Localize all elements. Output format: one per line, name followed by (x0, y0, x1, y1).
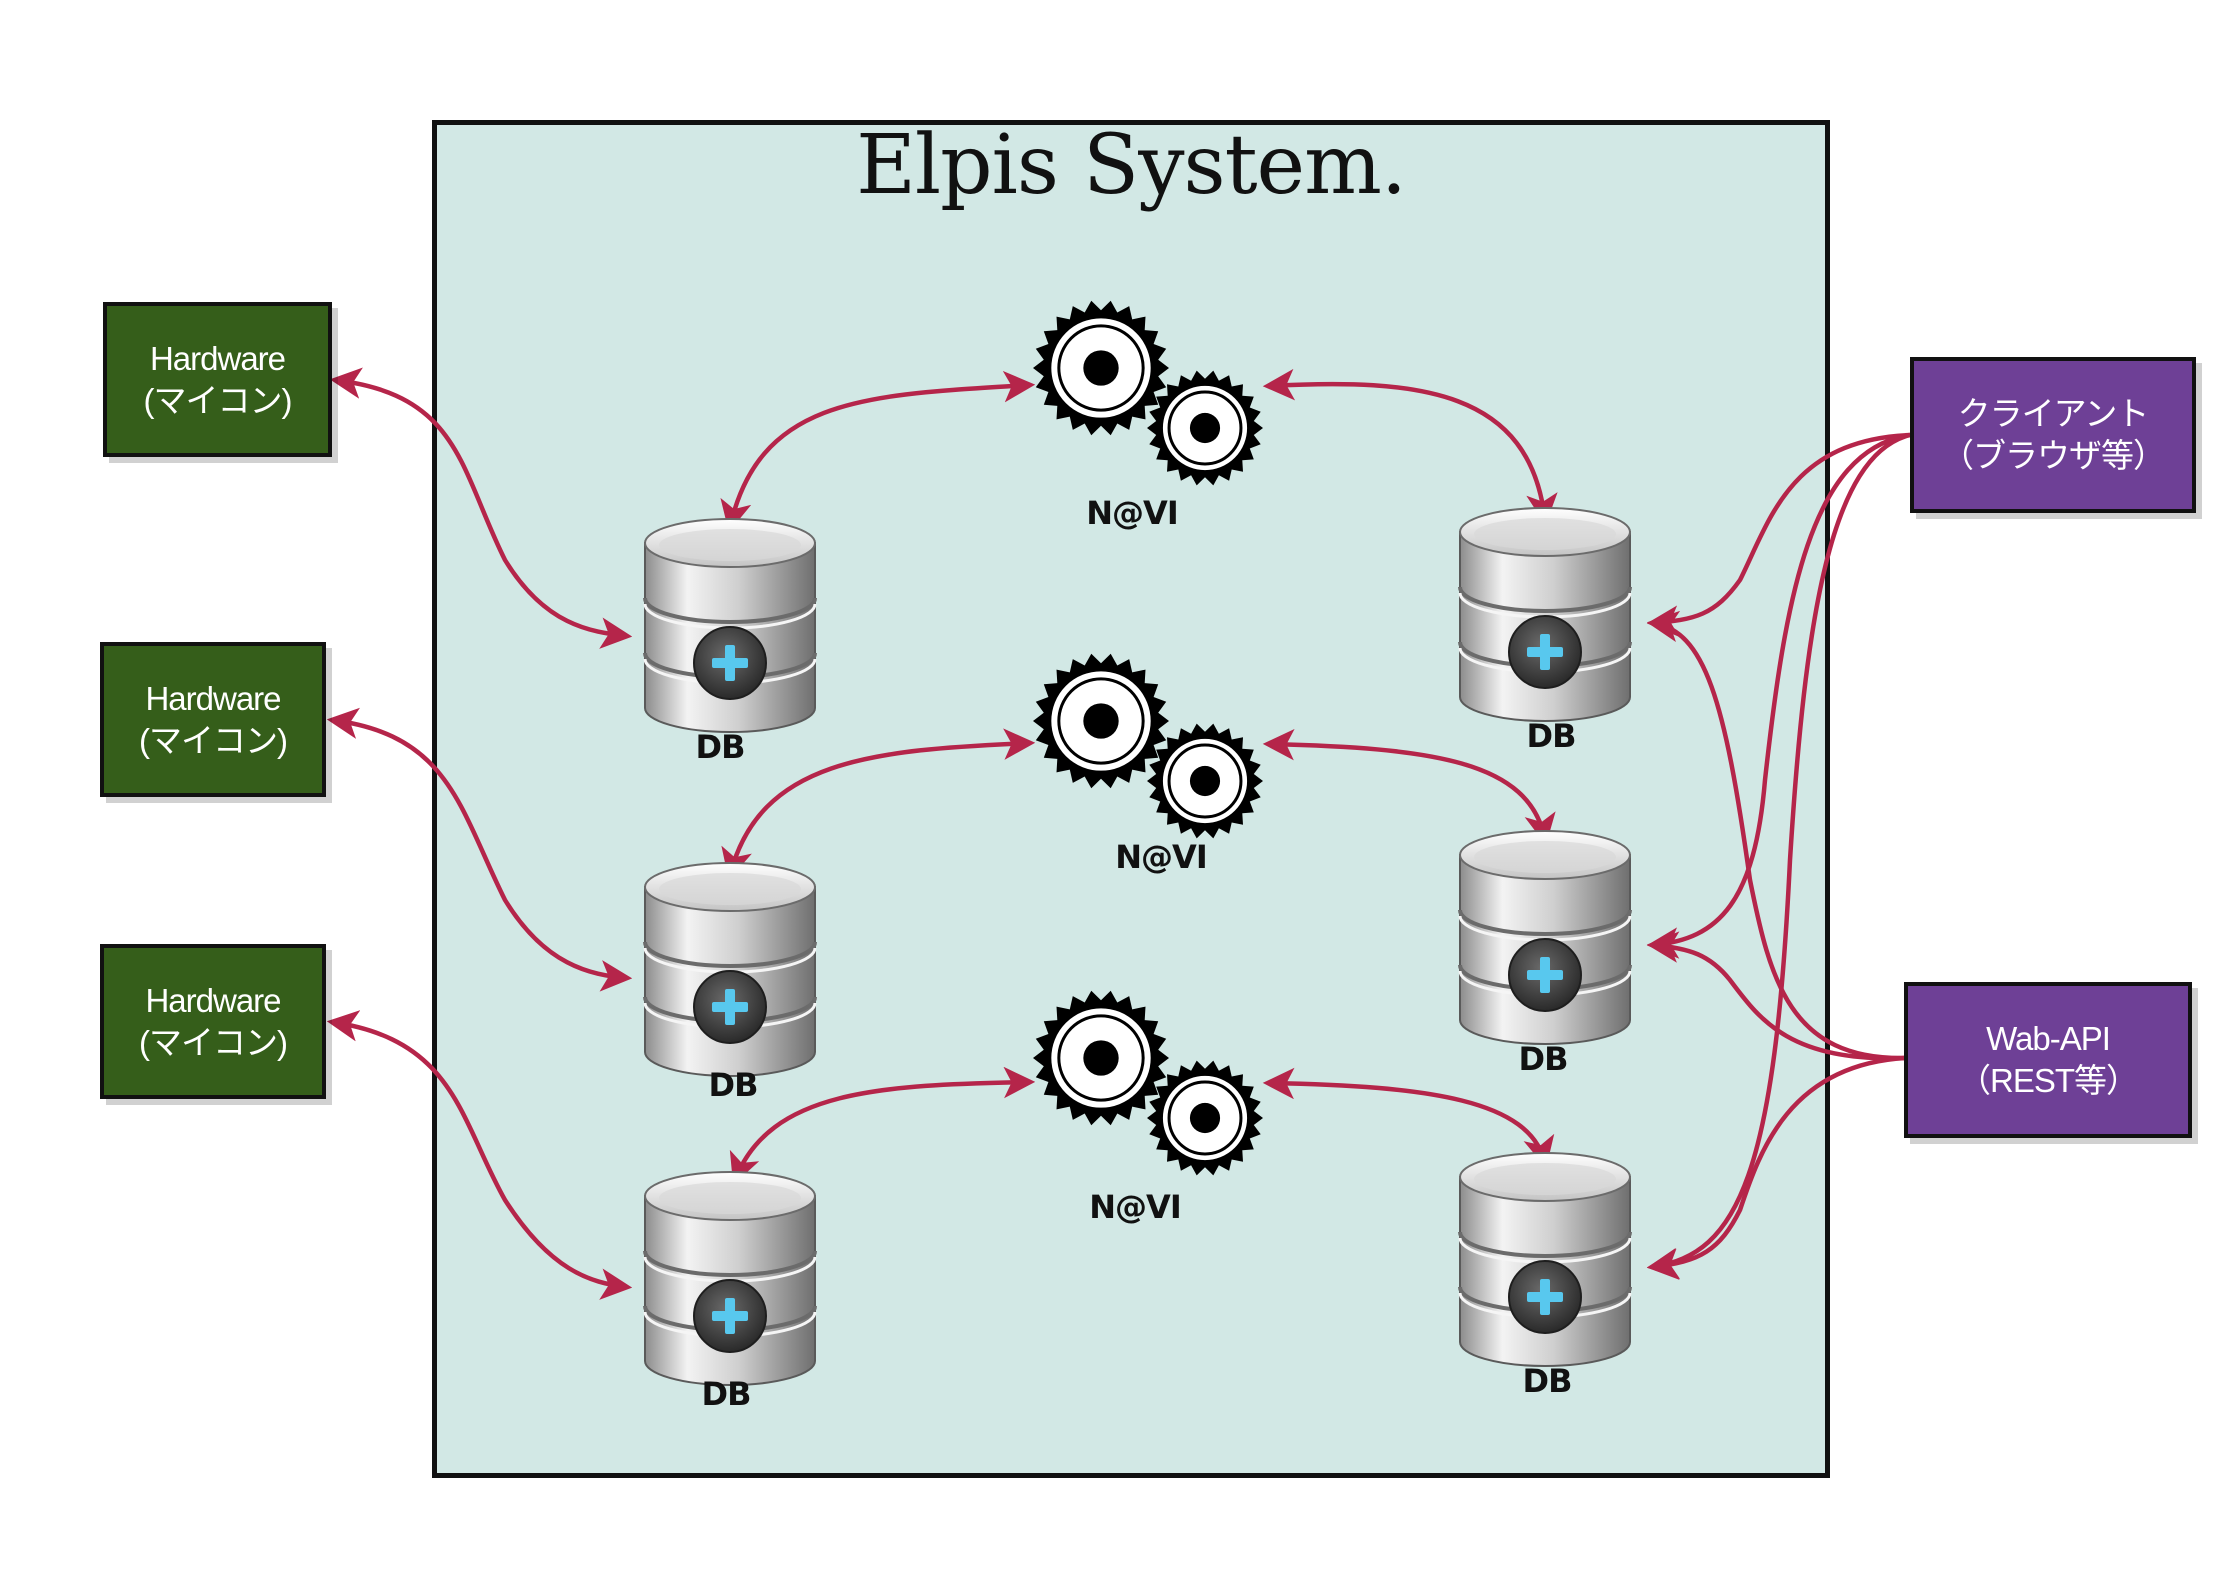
arrow-webapi-db5 (1646, 931, 1906, 1061)
hardware-sublabel: (マイコン) (139, 721, 288, 759)
webapi-label: Wab-API (1986, 1020, 2111, 1057)
plus-icon (693, 626, 767, 700)
arrow-hardware2-db2 (326, 707, 633, 992)
db-label: DB (708, 1066, 759, 1104)
db-label: DB (1522, 1362, 1573, 1400)
hardware-box[interactable]: Hardware (マイコン) (100, 944, 326, 1099)
db-label: DB (1526, 717, 1577, 755)
webapi-box[interactable]: Wab-API （REST等） (1904, 982, 2192, 1138)
plus-icon (1508, 938, 1582, 1012)
gears-icon (1033, 990, 1263, 1176)
gears-icon (1033, 653, 1263, 839)
arrow-client-db4 (1646, 432, 1911, 637)
arrow-navi1-db4 (1262, 368, 1558, 526)
arrow-webapi-db6 (1646, 1055, 1906, 1280)
db-label: DB (701, 1375, 752, 1413)
hardware-label: Hardware (145, 679, 281, 717)
hardware-box[interactable]: Hardware (マイコン) (103, 302, 332, 457)
arrow-navi3-db6 (1262, 1067, 1555, 1169)
arrow-db2-navi2 (721, 728, 1036, 881)
client-label: クライアント (1957, 395, 2150, 432)
gears-icon (1033, 300, 1263, 486)
hardware-sublabel: (マイコン) (143, 381, 293, 419)
system-title: Elpis System. (856, 118, 1407, 213)
client-sublabel: （ブラウザ等） (1941, 437, 2166, 474)
database-plus-icon (1458, 507, 1632, 722)
plus-icon (693, 1279, 767, 1353)
arrow-navi2-db5 (1262, 728, 1556, 846)
hardware-label: Hardware (145, 981, 281, 1019)
hardware-box[interactable]: Hardware (マイコン) (100, 642, 326, 797)
arrow-client-db6 (1646, 432, 1911, 1280)
plus-icon (693, 970, 767, 1044)
database-plus-icon (643, 862, 817, 1077)
navi-label: N@VI (1086, 494, 1178, 532)
database-plus-icon (1458, 830, 1632, 1045)
db-label: DB (1518, 1040, 1569, 1078)
arrow-hardware3-db3 (326, 1010, 633, 1300)
database-plus-icon (643, 1171, 817, 1386)
navi-label: N@VI (1115, 838, 1207, 876)
client-box[interactable]: クライアント （ブラウザ等） (1910, 357, 2196, 513)
arrow-webapi-db4 (1646, 610, 1906, 1061)
arrow-hardware1-db1 (329, 367, 633, 649)
database-plus-icon (643, 518, 817, 733)
navi-label: N@VI (1089, 1188, 1181, 1226)
arrow-db3-navi3 (729, 1066, 1036, 1185)
db-label: DB (695, 728, 746, 766)
webapi-sublabel: （REST等） (1957, 1062, 2139, 1099)
arrow-client-db5 (1646, 432, 1911, 959)
hardware-sublabel: (マイコン) (139, 1023, 288, 1061)
plus-icon (1508, 1260, 1582, 1334)
hardware-label: Hardware (149, 339, 286, 377)
plus-icon (1508, 615, 1582, 689)
database-plus-icon (1458, 1152, 1632, 1367)
arrow-db1-navi1 (720, 370, 1036, 533)
